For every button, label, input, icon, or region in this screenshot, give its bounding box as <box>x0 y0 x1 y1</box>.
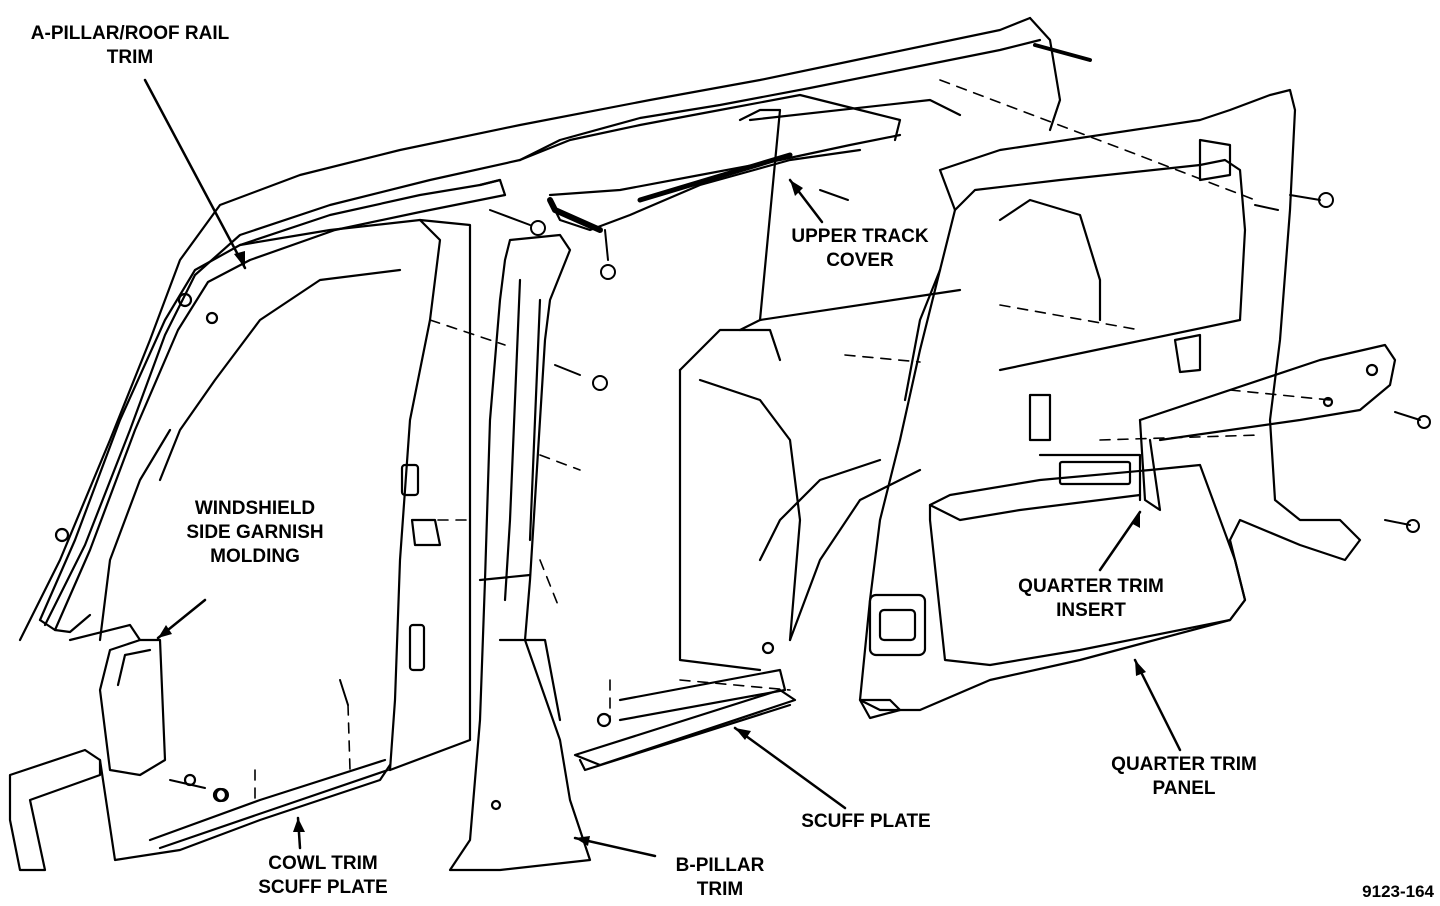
front-door-opening <box>98 218 472 772</box>
quarter-trim-panel <box>858 88 1362 720</box>
leader-lines <box>143 78 1182 858</box>
label-upper-track-cover: UPPER TRACK COVER <box>791 225 928 273</box>
label-line: COWL TRIM <box>268 853 378 874</box>
label-b-pillar-trim: B-PILLAR TRIM <box>676 854 765 902</box>
b-pillar-trim <box>448 233 592 872</box>
fasteners <box>169 189 1431 802</box>
label-line: SIDE GARNISH <box>186 522 324 543</box>
roof-rail-outline <box>18 16 1092 642</box>
label-scuff-plate: SCUFF PLATE <box>801 810 930 834</box>
label-line: B-PILLAR <box>675 855 765 876</box>
label-quarter-trim-panel: QUARTER TRIM PANEL <box>1111 753 1257 801</box>
label-line: QUARTER TRIM <box>1111 754 1257 775</box>
label-line: WINDSHIELD <box>194 498 316 519</box>
label-line: TRIM <box>106 47 154 68</box>
alignment-dashes <box>254 79 1331 801</box>
leader-arrowheads <box>158 180 1146 846</box>
quarter-upper-strip <box>1138 343 1397 512</box>
a-pillar-roof-rail-trim <box>38 178 507 634</box>
label-cowl-trim-scuff-plate: COWL TRIM SCUFF PLATE <box>258 852 387 900</box>
label-quarter-trim-insert: QUARTER TRIM INSERT <box>1018 575 1164 623</box>
scuff-plate <box>573 641 797 772</box>
cowl-trim-scuff-plate <box>8 748 392 872</box>
sliding-door-opening <box>618 98 962 722</box>
windshield-garnish-molding <box>68 623 167 777</box>
label-windshield-side-garnish-molding: WINDSHIELD SIDE GARNISH MOLDING <box>186 497 323 569</box>
figure-number: 9123-164 <box>1362 882 1434 901</box>
label-line: INSERT <box>1056 600 1126 621</box>
label-line: COVER <box>826 250 894 271</box>
upper-track-cover <box>518 93 902 233</box>
quarter-trim-insert <box>928 453 1247 667</box>
label-a-pillar-roof-rail-trim: A-PILLAR/ROOF RAIL TRIM <box>31 22 229 70</box>
label-line: TRIM <box>696 879 744 900</box>
label-line: A-PILLAR/ROOF RAIL <box>30 23 230 44</box>
label-line: SCUFF PLATE <box>801 811 931 832</box>
label-line: PANEL <box>1152 778 1216 799</box>
label-line: MOLDING <box>210 546 300 567</box>
label-line: SCUFF PLATE <box>258 877 388 898</box>
label-line: QUARTER TRIM <box>1018 576 1164 597</box>
label-line: UPPER TRACK <box>791 226 929 247</box>
